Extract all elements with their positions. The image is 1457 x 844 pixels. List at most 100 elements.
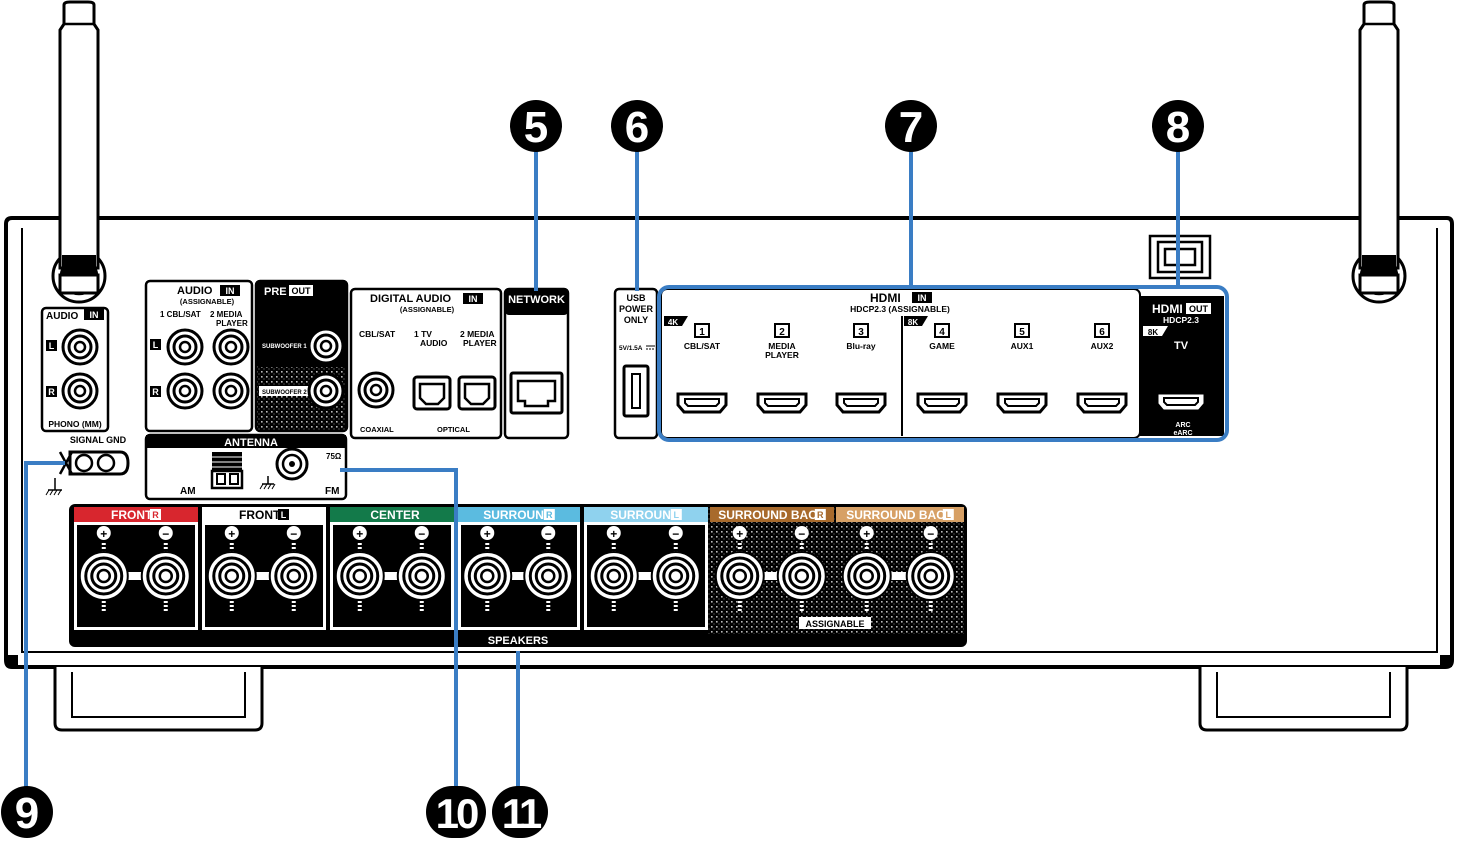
subwoofer-1-jack[interactable] xyxy=(307,327,345,365)
digital-audio-in-section: DIGITAL AUDIO IN (ASSIGNABLE) CBL/SAT 1 … xyxy=(349,287,503,440)
optical-2-jack[interactable] xyxy=(457,375,497,411)
svg-text:SURROUND BACK: SURROUND BACK xyxy=(718,508,826,522)
svg-text:DIGITAL AUDIO: DIGITAL AUDIO xyxy=(370,293,452,305)
svg-text:SURROUND: SURROUND xyxy=(483,508,553,522)
callout-11: 11 xyxy=(492,786,548,838)
negative-speaker-terminal-1[interactable]: − xyxy=(140,526,192,611)
usb-port[interactable] xyxy=(622,364,650,418)
positive-speaker-terminal-7[interactable]: + xyxy=(841,526,893,611)
svg-text:ASSIGNABLE: ASSIGNABLE xyxy=(805,619,864,629)
audio-in-2-left-jack[interactable] xyxy=(212,328,250,366)
callout-9: 9 xyxy=(1,786,53,838)
callout-8: 8 xyxy=(1152,100,1204,152)
svg-text:−: − xyxy=(290,527,297,541)
svg-text:TV: TV xyxy=(1174,340,1189,352)
positive-speaker-terminal-1[interactable]: + xyxy=(78,526,130,611)
callout-10: 10 xyxy=(426,786,486,838)
positive-speaker-terminal-6[interactable]: + xyxy=(714,526,766,611)
svg-text:SURROUND BACK: SURROUND BACK xyxy=(846,508,954,522)
audio-in-1-left-jack[interactable] xyxy=(166,328,204,366)
positive-speaker-terminal-2[interactable]: + xyxy=(206,526,258,611)
coaxial-digital-jack[interactable] xyxy=(357,371,395,409)
svg-text:PRE: PRE xyxy=(264,286,287,298)
negative-speaker-terminal-5[interactable]: − xyxy=(650,526,702,611)
svg-text:HDCP2.3 (ASSIGNABLE): HDCP2.3 (ASSIGNABLE) xyxy=(850,304,950,314)
signal-gnd-terminal[interactable]: SIGNAL GND xyxy=(45,435,130,496)
hdmi-out-tv-port[interactable] xyxy=(1155,391,1207,413)
svg-text:6: 6 xyxy=(1099,327,1105,338)
callout-5: 5 xyxy=(510,100,562,152)
svg-text:L: L xyxy=(281,510,287,520)
audio-in-2-right-jack[interactable] xyxy=(212,372,250,410)
svg-text:−: − xyxy=(927,527,934,541)
svg-text:FM: FM xyxy=(325,486,339,497)
svg-text:8: 8 xyxy=(1166,103,1190,152)
svg-text:OUT: OUT xyxy=(1189,304,1209,314)
svg-text:R: R xyxy=(152,510,159,520)
svg-text:3: 3 xyxy=(858,327,864,338)
svg-text:(ASSIGNABLE): (ASSIGNABLE) xyxy=(400,305,455,314)
left-wireless-antenna xyxy=(51,0,107,304)
svg-text:ANTENNA: ANTENNA xyxy=(224,437,278,449)
svg-text:HDCP2.3: HDCP2.3 xyxy=(1163,315,1199,325)
analog-audio-in-section: AUDIO IN (ASSIGNABLE) 1 CBL/SAT 2 MEDIA … xyxy=(144,279,254,433)
svg-text:8K: 8K xyxy=(1148,328,1158,337)
svg-text:L: L xyxy=(153,340,159,350)
svg-text:IN: IN xyxy=(90,310,99,320)
optical-1-jack[interactable] xyxy=(412,375,452,411)
phono-left-jack[interactable] xyxy=(61,328,99,366)
subwoofer-2-jack[interactable] xyxy=(307,372,345,410)
am-antenna-terminal[interactable] xyxy=(210,452,244,490)
svg-text:COAXIAL: COAXIAL xyxy=(360,425,394,434)
positive-speaker-terminal-3[interactable]: + xyxy=(334,526,386,611)
svg-text:+: + xyxy=(863,527,870,541)
svg-text:7: 7 xyxy=(899,103,923,152)
svg-text:IN: IN xyxy=(469,294,478,304)
negative-speaker-terminal-4[interactable]: − xyxy=(522,526,574,611)
right-wireless-antenna xyxy=(1351,0,1407,304)
chassis-inner-edge xyxy=(21,228,1438,653)
phono-right-jack[interactable] xyxy=(61,372,99,410)
fm-antenna-jack[interactable] xyxy=(275,447,309,481)
svg-text:IN: IN xyxy=(226,286,235,296)
svg-text:2 MEDIA: 2 MEDIA xyxy=(460,329,494,339)
audio-in-1-right-jack[interactable] xyxy=(166,372,204,410)
negative-speaker-terminal-6[interactable]: − xyxy=(776,526,828,611)
ethernet-port[interactable] xyxy=(509,371,564,415)
svg-text:ONLY: ONLY xyxy=(624,315,648,325)
svg-text:eARC: eARC xyxy=(1173,430,1192,437)
negative-speaker-terminal-3[interactable]: − xyxy=(396,526,448,611)
svg-text:SPEAKERS: SPEAKERS xyxy=(488,635,549,647)
svg-text:HDMI: HDMI xyxy=(1152,302,1183,316)
svg-text:SUBWOOFER 1: SUBWOOFER 1 xyxy=(262,344,307,350)
svg-text:AUDIO: AUDIO xyxy=(177,285,213,297)
svg-text:−: − xyxy=(162,527,169,541)
phono-audio-in-section: AUDIO IN L R PHONO (MM) xyxy=(40,306,110,433)
svg-text:FRONT: FRONT xyxy=(239,508,281,522)
negative-speaker-terminal-7[interactable]: − xyxy=(905,526,957,611)
svg-text:(ASSIGNABLE): (ASSIGNABLE) xyxy=(180,297,235,306)
svg-text:OPTICAL: OPTICAL xyxy=(437,425,470,434)
svg-text:−: − xyxy=(672,527,679,541)
svg-text:1: 1 xyxy=(699,327,705,338)
svg-text:2: 2 xyxy=(779,327,785,338)
svg-text:5V/1.5A: 5V/1.5A xyxy=(619,345,643,352)
positive-speaker-terminal-4[interactable]: + xyxy=(461,526,513,611)
hdmi-highlight-frame xyxy=(657,285,1229,442)
negative-speaker-terminal-2[interactable]: − xyxy=(268,526,320,611)
svg-text:SURROUND: SURROUND xyxy=(610,508,680,522)
svg-text:IN: IN xyxy=(918,293,927,303)
svg-text:L: L xyxy=(49,341,55,351)
positive-speaker-terminal-5[interactable]: + xyxy=(588,526,640,611)
